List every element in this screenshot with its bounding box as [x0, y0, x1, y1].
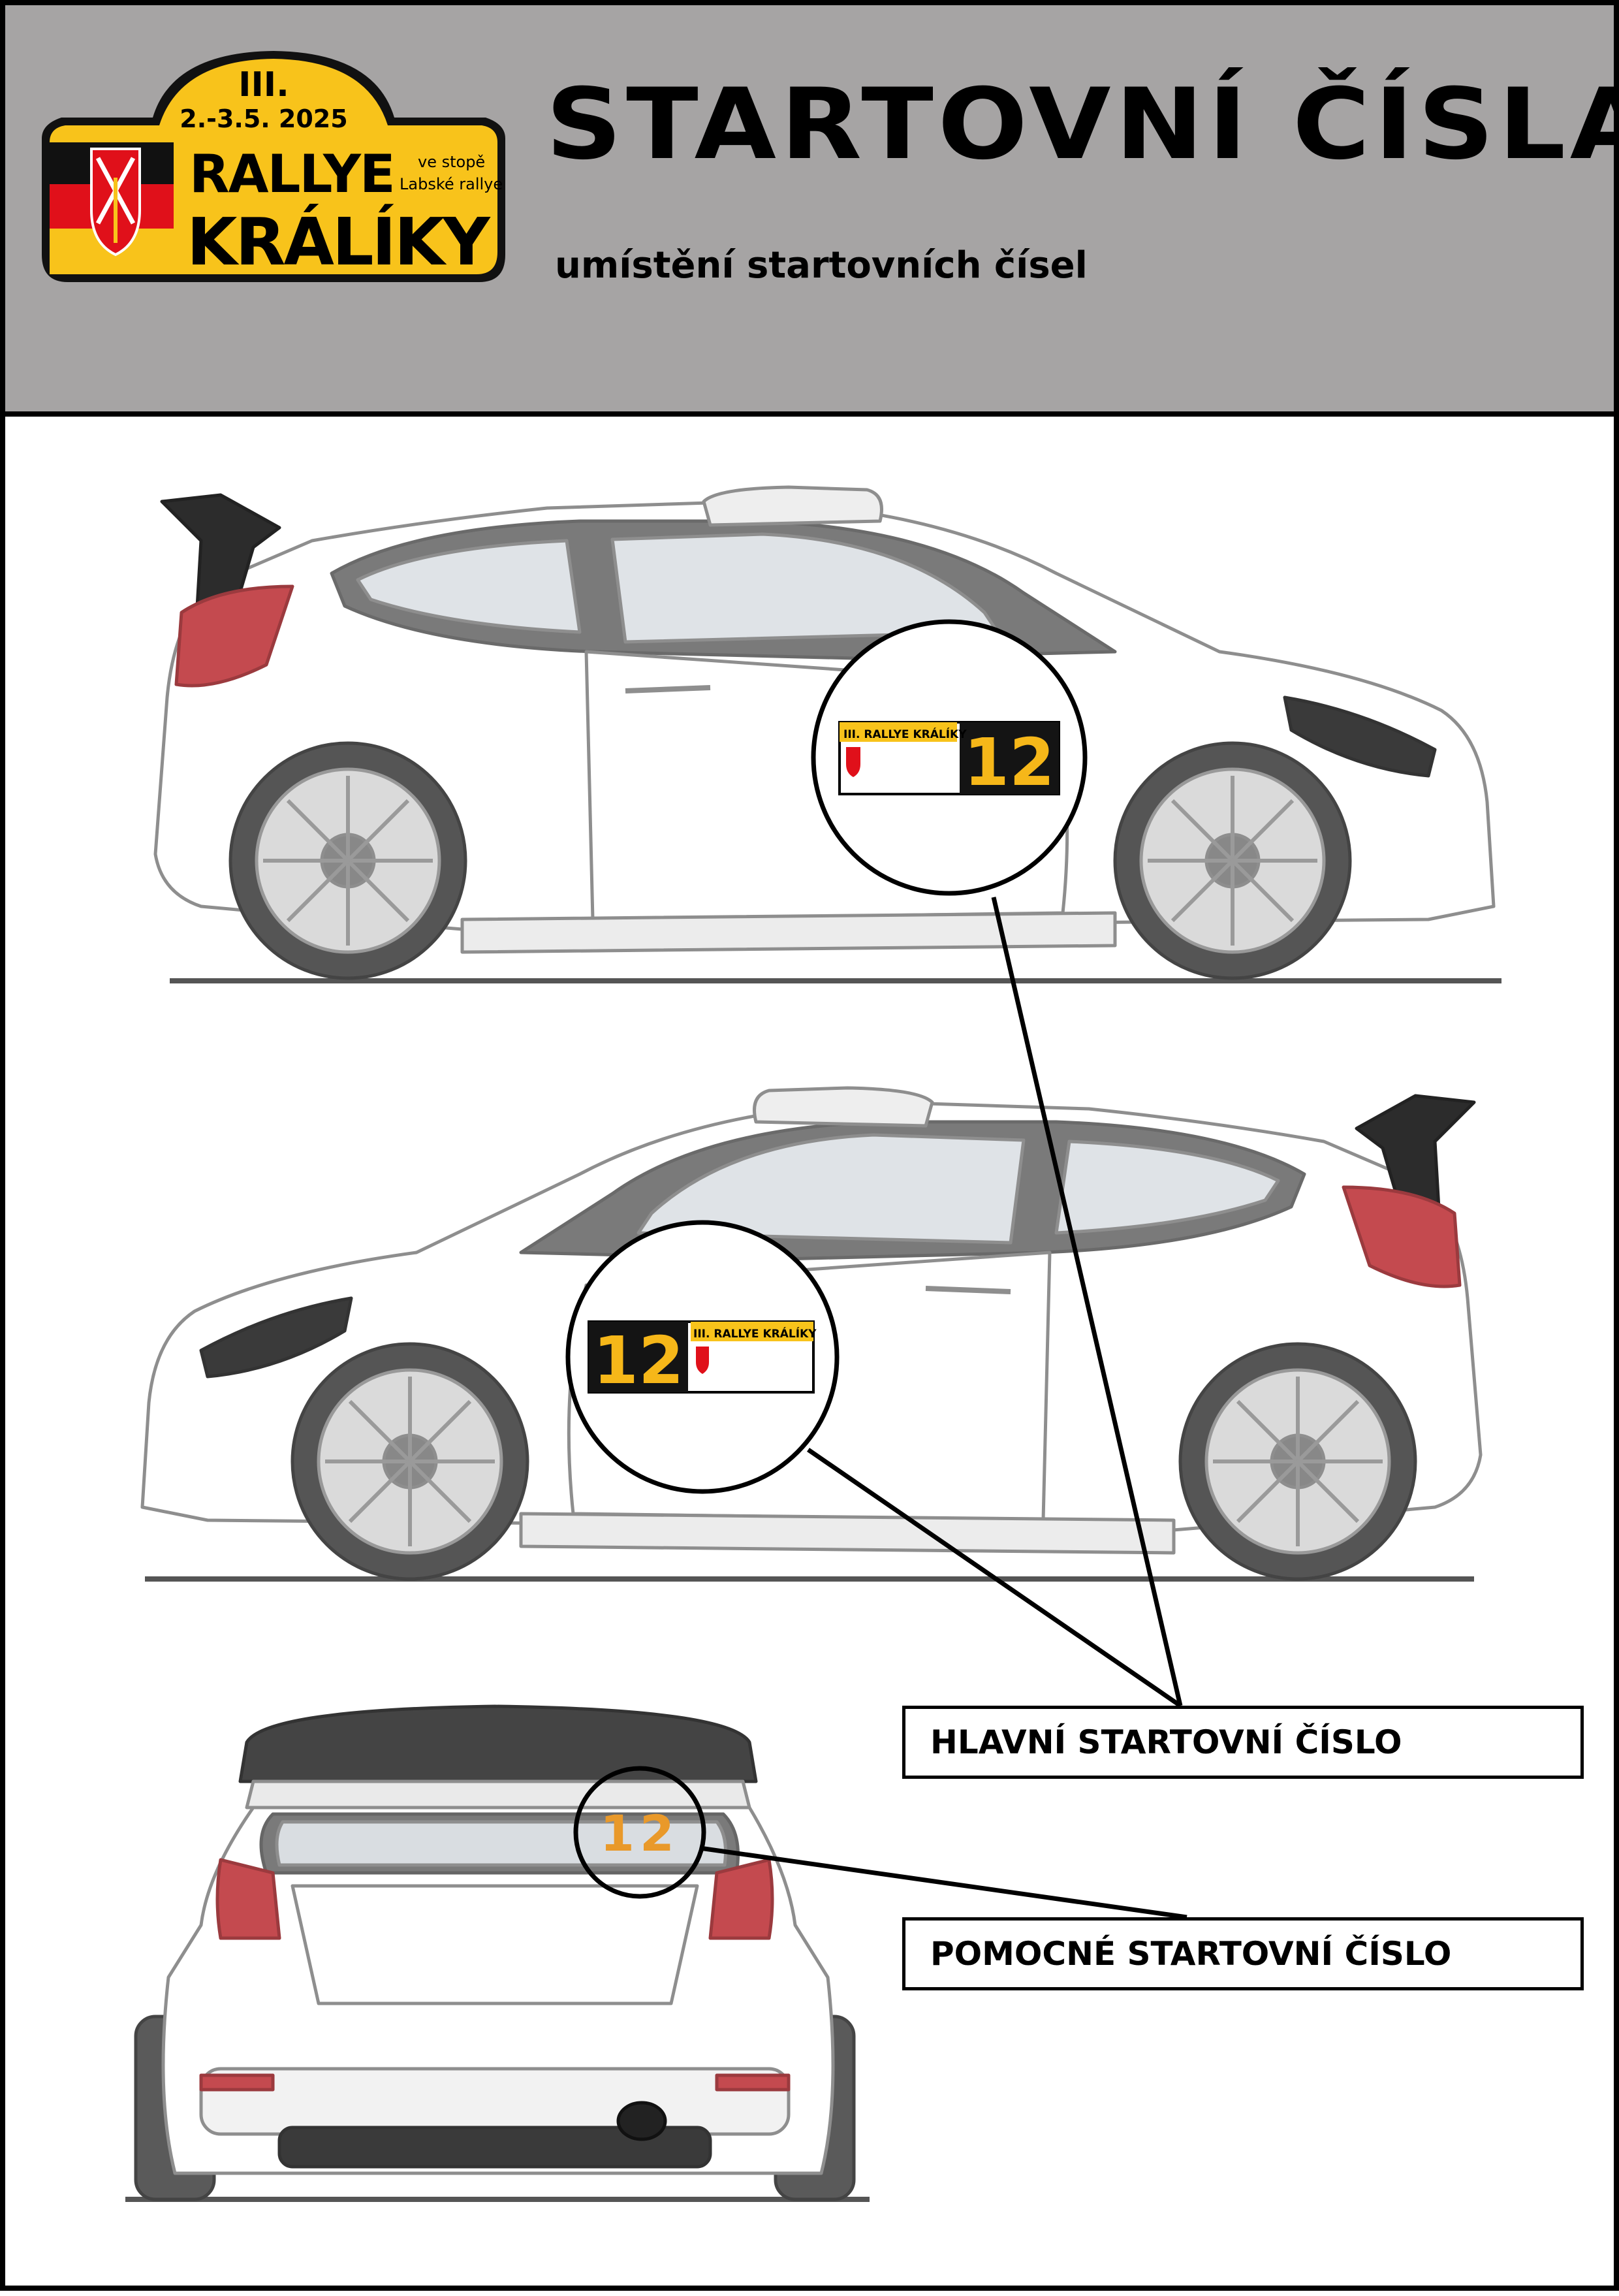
start-number-plate-right: III. RALLYE KRÁLÍKY 12 [838, 721, 1060, 801]
logo-tagline-2: Labské rallye [400, 175, 503, 193]
page-title: STARTOVNÍ ČÍSLA [546, 68, 1619, 182]
callout-lines [699, 897, 1187, 1920]
plate-number: 12 [964, 724, 1054, 801]
label-main-text: HLAVNÍ STARTOVNÍ ČÍSLO [930, 1723, 1402, 1761]
wheel-spokes [325, 1377, 1383, 1546]
callout-circle-auxiliary [573, 1766, 706, 1899]
header-band: III. 2.-3.5. 2025 RALLYE KRÁLÍKY ve stop… [5, 5, 1619, 417]
plate-event-label: III. RALLYE KRÁLÍKY [843, 727, 967, 741]
plate-crest-icon [846, 747, 860, 777]
logo-dates: 2.-3.5. 2025 [180, 104, 348, 133]
label-main-start-number: HLAVNÍ STARTOVNÍ ČÍSLO [902, 1706, 1584, 1779]
label-auxiliary-text: POMOCNÉ STARTOVNÍ ČÍSLO [930, 1935, 1452, 1973]
logo-roman-numeral: III. [238, 65, 289, 104]
plate-event-label: III. RALLYE KRÁLÍKY [693, 1326, 817, 1341]
logo-rallye: RALLYE [189, 144, 396, 204]
label-auxiliary-start-number: POMOCNÉ STARTOVNÍ ČÍSLO [902, 1917, 1584, 1990]
rally-logo: III. 2.-3.5. 2025 RALLYE KRÁLÍKY ve stop… [35, 47, 512, 286]
plate-number: 12 [593, 1322, 684, 1399]
logo-tagline-1: ve stopě [418, 153, 486, 171]
wheel-spokes [263, 776, 1317, 946]
rally-logo-shape [42, 51, 505, 282]
car-rear-view [125, 1704, 870, 2202]
car-diagram: III. RALLYE KRÁLÍKY 12 III. RALLYE KRÁLÍ… [125, 485, 1501, 2202]
logo-kraliky: KRÁLÍKY [187, 204, 490, 280]
page-subtitle: umístění startovních čísel [555, 244, 1088, 287]
start-number-plate-left: III. RALLYE KRÁLÍKY 12 [588, 1320, 817, 1399]
plate-crest-icon [696, 1347, 709, 1374]
auxiliary-start-number: 12 [600, 1804, 680, 1862]
